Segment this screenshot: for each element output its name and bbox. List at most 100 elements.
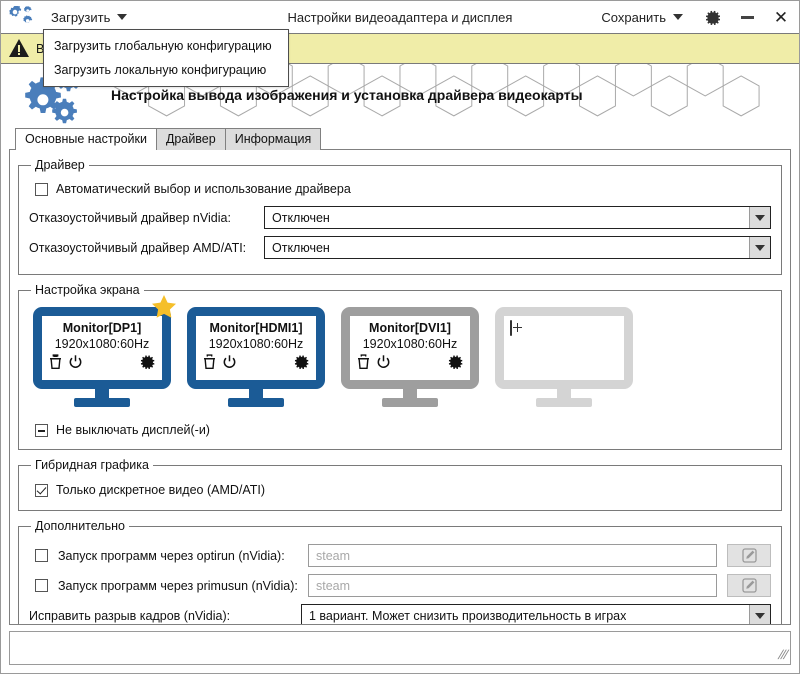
primusun-edit-button[interactable] (727, 574, 771, 597)
power-icon[interactable] (222, 354, 237, 373)
amd-fallback-label: Отказоустойчивый драйвер AMD/ATI: (29, 240, 247, 255)
status-bar: /// (9, 631, 791, 665)
chevron-down-icon (673, 14, 683, 20)
tearfix-value: 1 вариант. Может снизить производительно… (309, 608, 627, 623)
keep-display-on-checkbox[interactable] (35, 423, 48, 437)
monitor-name: Monitor[DVI1] (369, 321, 451, 335)
primusun-row: Запуск программ через primusun (nVidia):… (29, 574, 771, 597)
gear-icon[interactable] (448, 354, 464, 373)
primusun-input[interactable]: steam (308, 574, 717, 597)
group-screen-legend: Настройка экрана (35, 283, 140, 297)
optirun-input[interactable]: steam (308, 544, 717, 567)
monitor-card-add-new[interactable] (495, 307, 633, 407)
optirun-row: Запуск программ через optirun (nVidia): … (29, 544, 771, 567)
edit-pencil-icon (741, 548, 757, 563)
monitor-screen: Monitor[DVI1] 1920x1080:60Hz (341, 307, 479, 389)
power-icon[interactable] (68, 354, 83, 373)
discrete-only-checkbox[interactable] (35, 483, 48, 497)
load-menu-label: Загрузить (51, 9, 111, 25)
tab-strip: Основные настройки Драйвер Информация (1, 126, 799, 150)
monitor-stand (341, 389, 479, 407)
amd-fallback-value: Отключен (272, 240, 330, 255)
monitor-stand (495, 389, 633, 407)
settings-gear-button[interactable] (703, 7, 723, 27)
primusun-checkbox[interactable] (35, 579, 48, 592)
group-hybrid-legend: Гибридная графика (35, 458, 149, 472)
group-hybrid-graphics: Гибридная графика Только дискретное виде… (18, 458, 782, 511)
menu-item-load-global[interactable]: Загрузить глобальную конфигурацию (54, 39, 272, 53)
monitor-actions (356, 354, 464, 373)
optirun-checkbox[interactable] (35, 549, 48, 562)
amd-fallback-row: Отказоустойчивый драйвер AMD/ATI: Отключ… (29, 236, 771, 259)
edit-pencil-icon (741, 578, 757, 593)
resize-grip-icon[interactable]: /// (776, 647, 790, 662)
monitor-name: Monitor[DP1] (62, 321, 142, 335)
tab-information[interactable]: Информация (224, 128, 322, 150)
header-title: Настройка вывода изображения и установка… (111, 87, 583, 103)
monitor-stand (187, 389, 325, 407)
chevron-down-icon[interactable] (749, 237, 770, 258)
auto-driver-checkbox[interactable] (35, 182, 48, 196)
primary-star-icon (151, 295, 177, 323)
monitor-card-dp1[interactable]: Monitor[DP1] 1920x1080:60Hz (33, 295, 176, 407)
monitor-screen: Monitor[HDMI1] 1920x1080:60Hz (187, 307, 325, 389)
plus-icon[interactable] (510, 320, 512, 336)
monitor-screen: Monitor[DP1] 1920x1080:60Hz (33, 307, 171, 389)
group-driver-legend: Драйвер (35, 158, 85, 172)
group-driver: Драйвер Автоматический выбор и использов… (18, 158, 782, 275)
group-screen-settings: Настройка экрана Monitor[DP1] 1920x1080:… (18, 283, 782, 450)
monitor-resolution: 1920x1080:60Hz (208, 337, 304, 351)
minimize-button[interactable] (737, 7, 757, 27)
nvidia-fallback-value: Отключен (272, 210, 330, 225)
warning-text: В (36, 41, 45, 56)
optirun-edit-button[interactable] (727, 544, 771, 567)
minimize-icon (740, 15, 754, 19)
auto-driver-checkbox-row[interactable]: Автоматический выбор и использование дра… (35, 182, 771, 196)
monitor-name: Monitor[HDMI1] (209, 321, 303, 335)
discrete-only-checkbox-row[interactable]: Только дискретное видео (AMD/ATI) (35, 483, 771, 497)
close-icon: ✕ (773, 7, 789, 27)
monitor-card-hdmi1[interactable]: Monitor[HDMI1] 1920x1080:60Hz (187, 307, 325, 407)
load-dropdown-menu[interactable]: Загрузить глобальную конфигурацию Загруз… (43, 29, 289, 87)
nvidia-fallback-row: Отказоустойчивый драйвер nVidia: Отключе… (29, 206, 771, 229)
power-icon[interactable] (376, 354, 391, 373)
trash-icon[interactable] (48, 354, 63, 373)
group-additional-legend: Дополнительно (35, 519, 125, 533)
tab-panel-main-settings: Драйвер Автоматический выбор и использов… (9, 149, 791, 625)
tearfix-select[interactable]: 1 вариант. Может снизить производительно… (301, 604, 771, 624)
load-menu-button[interactable]: Загрузить (45, 7, 133, 28)
monitor-actions (48, 354, 156, 373)
tearfix-row: Исправить разрыв кадров (nVidia): 1 вари… (29, 604, 771, 624)
discrete-only-label: Только дискретное видео (AMD/ATI) (56, 483, 266, 497)
nvidia-fallback-label: Отказоустойчивый драйвер nVidia: (29, 210, 231, 225)
monitor-resolution: 1920x1080:60Hz (54, 337, 150, 351)
gear-icon[interactable] (140, 354, 156, 373)
gear-icon[interactable] (294, 354, 310, 373)
tab-driver[interactable]: Драйвер (155, 128, 226, 150)
keep-display-on-checkbox-row[interactable]: Не выключать дисплей(-и) (35, 423, 771, 437)
monitor-screen (495, 307, 633, 389)
amd-fallback-select[interactable]: Отключен (264, 236, 771, 259)
menu-item-load-local[interactable]: Загрузить локальную конфигурацию (54, 63, 267, 77)
keep-display-on-label: Не выключать дисплей(-и) (56, 423, 210, 437)
chevron-down-icon[interactable] (749, 207, 770, 228)
optirun-label: Запуск программ через optirun (nVidia): (58, 548, 285, 563)
tearfix-label: Исправить разрыв кадров (nVidia): (29, 608, 231, 623)
monitor-list: Monitor[DP1] 1920x1080:60Hz (29, 295, 771, 409)
monitor-actions (202, 354, 310, 373)
group-additional: Дополнительно Запуск программ через opti… (18, 519, 782, 624)
tab-main-settings[interactable]: Основные настройки (15, 128, 157, 150)
monitor-stand (33, 389, 171, 407)
chevron-down-icon[interactable] (749, 605, 770, 624)
warning-triangle-icon (9, 39, 29, 57)
primusun-label: Запуск программ через primusun (nVidia): (58, 578, 298, 593)
trash-icon[interactable] (202, 354, 217, 373)
save-menu-button[interactable]: Сохранить (595, 7, 689, 28)
monitor-card-dvi1[interactable]: Monitor[DVI1] 1920x1080:60Hz (341, 307, 479, 407)
trash-icon[interactable] (356, 354, 371, 373)
close-button[interactable]: ✕ (771, 7, 791, 27)
monitor-resolution: 1920x1080:60Hz (362, 337, 458, 351)
save-menu-label: Сохранить (601, 9, 666, 25)
nvidia-fallback-select[interactable]: Отключен (264, 206, 771, 229)
gears-icon (9, 4, 35, 28)
